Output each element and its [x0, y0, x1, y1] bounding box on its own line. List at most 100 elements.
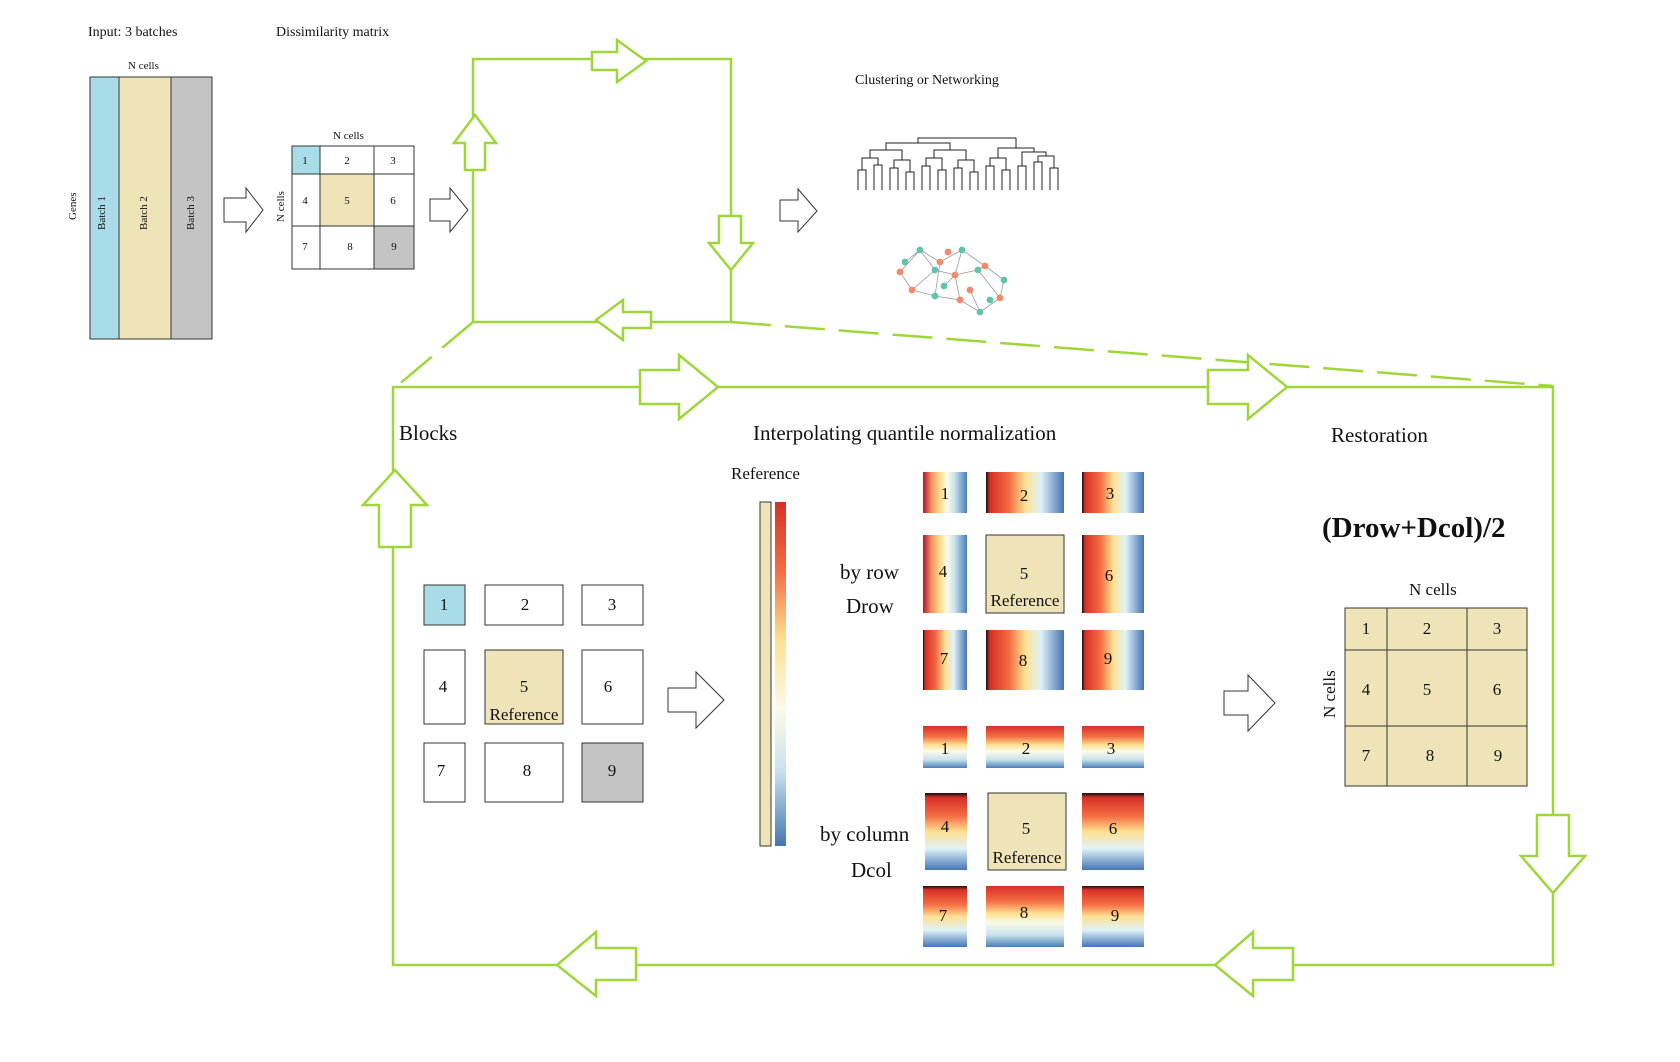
col-block-5 [987, 792, 1067, 871]
by-row-grid [923, 472, 1144, 690]
col-block-5-label: 5 [1022, 819, 1031, 838]
green-arrow-up-icon [360, 468, 430, 549]
by-row-label: by row [840, 560, 900, 584]
row-block-9-label: 9 [1104, 649, 1113, 668]
row-block-5-reference-label: Reference [991, 591, 1060, 610]
col-block-9-label: 9 [1111, 906, 1120, 925]
col-block-2 [986, 726, 1064, 768]
dendrogram-icon [857, 137, 1059, 190]
col-block-8-label: 8 [1020, 903, 1029, 922]
batch-3-column [170, 76, 213, 340]
iqn-title: Interpolating quantile normalization [753, 421, 1057, 445]
dissim-n-cells-label: N cells [333, 130, 364, 142]
row-block-1 [923, 472, 967, 513]
dissim-cell-4: 4 [302, 195, 308, 207]
col-block-6 [1082, 793, 1144, 870]
arrow-right-icon [223, 186, 264, 234]
restored-cell-2: 2 [1423, 619, 1432, 638]
row-block-7 [923, 630, 967, 690]
reference-colorbar [775, 502, 786, 846]
block-1-label: 1 [440, 595, 449, 614]
dissim-cell-1: 1 [302, 155, 308, 167]
green-arrow-left-icon [1213, 929, 1295, 999]
col-block-1-label: 1 [941, 739, 950, 758]
row-block-5-label: 5 [1020, 564, 1029, 583]
block-4-label: 4 [439, 677, 448, 696]
green-arrow-down-icon [706, 214, 756, 272]
batch-1-label: Batch 1 [96, 196, 108, 230]
arrow-right-icon [667, 670, 725, 730]
arrow-right-icon [429, 186, 469, 234]
green-flow-arrows-top [451, 37, 756, 343]
dissim-cell-6: 6 [390, 195, 396, 207]
dissim-cell-3: 3 [390, 155, 396, 167]
arrow-right-icon [779, 187, 818, 234]
dissim-cell-8: 8 [347, 241, 353, 253]
green-flow-arrows-bottom [360, 352, 1588, 999]
col-block-9 [1082, 886, 1144, 947]
dissim-cell-2: 2 [344, 155, 350, 167]
top-green-loop [471, 57, 733, 324]
reference-values-bar [759, 501, 772, 847]
block-7 [423, 742, 466, 803]
green-arrow-up-icon [451, 112, 499, 172]
col-block-7 [923, 886, 967, 947]
input-n-cells-label: N cells [128, 60, 159, 72]
row-block-8 [986, 630, 1064, 690]
block-2-label: 2 [521, 595, 530, 614]
network-graph-icon [896, 246, 1008, 316]
green-arrow-right-icon [638, 352, 720, 422]
batch-matrix: Batch 1 Batch 2 Batch 3 [89, 76, 213, 340]
green-arrow-right-icon [1206, 352, 1289, 422]
by-column-grid [923, 726, 1144, 947]
drow-label: Drow [846, 594, 895, 618]
row-block-6 [1082, 535, 1144, 613]
batch-3-label: Batch 3 [185, 196, 197, 230]
col-block-2-label: 2 [1022, 739, 1031, 758]
green-arrow-left-icon [593, 297, 653, 343]
dissim-cell-7: 7 [302, 241, 308, 253]
block-8-label: 8 [523, 761, 532, 780]
block-4 [423, 649, 466, 725]
block-7-label: 7 [437, 761, 446, 780]
restored-cell-9: 9 [1494, 746, 1503, 765]
col-block-8 [986, 886, 1064, 947]
block-5-label: 5 [520, 677, 529, 696]
row-block-9 [1082, 630, 1144, 690]
row-block-1-label: 1 [941, 484, 950, 503]
block-3-label: 3 [608, 595, 617, 614]
block-3 [581, 584, 644, 626]
green-arrow-right-icon [590, 37, 649, 85]
row-block-4 [923, 535, 967, 613]
dissim-cell-5: 5 [344, 195, 350, 207]
block-6-label: 6 [604, 677, 613, 696]
restored-cell-4: 4 [1362, 680, 1371, 699]
restoration-n-cells-vertical: N cells [1320, 670, 1339, 718]
col-block-4 [925, 793, 967, 870]
block-1 [423, 584, 466, 626]
arrow-right-icon [1223, 673, 1276, 733]
clustering-title: Clustering or Networking [855, 73, 999, 88]
blocks-title: Blocks [399, 421, 457, 445]
dcol-label: Dcol [851, 858, 892, 882]
by-column-label: by column [820, 822, 910, 846]
row-block-7-label: 7 [940, 649, 949, 668]
row-block-5 [985, 534, 1065, 614]
green-arrow-left-icon [555, 929, 638, 999]
batch-2-label: Batch 2 [138, 196, 150, 230]
row-block-4-label: 4 [939, 562, 948, 581]
restoration-n-cells-label: N cells [1409, 580, 1457, 599]
row-block-2-label: 2 [1020, 486, 1029, 505]
restoration-title: Restoration [1331, 423, 1428, 447]
zoom-connector-lines [396, 320, 1554, 388]
restoration-formula: (Drow+Dcol)/2 [1322, 512, 1506, 544]
dissim-n-cells-vertical: N cells [275, 191, 287, 222]
input-title: Input: 3 batches [88, 25, 177, 40]
batch-2-column [118, 76, 172, 340]
col-block-5-reference-label: Reference [993, 848, 1062, 867]
row-block-8-label: 8 [1019, 651, 1028, 670]
block-5 [484, 649, 564, 725]
block-8 [484, 742, 564, 803]
col-block-6-label: 6 [1109, 819, 1118, 838]
block-2 [484, 584, 564, 626]
